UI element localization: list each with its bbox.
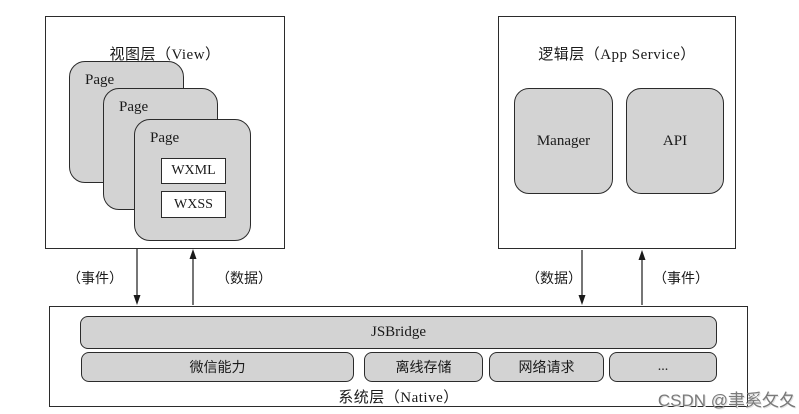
up-arrowhead-icon xyxy=(638,250,646,260)
logic-layer-title: 逻辑层（App Service） xyxy=(538,47,696,63)
page-card-label: Page xyxy=(85,72,115,88)
api-card: API xyxy=(626,88,724,194)
logic-layer-box: 逻辑层（App Service） Manager API xyxy=(498,16,736,249)
wxml-box: WXML xyxy=(161,158,226,184)
up-arrowhead-icon xyxy=(189,249,197,259)
view-layer-title: 视图层（View） xyxy=(109,47,221,63)
view-layer-box: 视图层（View） Page Page Page WXML WXSS xyxy=(45,16,285,249)
left-events-label: （事件） xyxy=(67,272,123,287)
capability-bar-offline-storage: 离线存储 xyxy=(364,352,483,382)
page-card-front: Page WXML WXSS xyxy=(134,119,251,241)
right-data-label: （数据） xyxy=(526,272,582,287)
capability-bar-network-request: 网络请求 xyxy=(489,352,604,382)
jsbridge-bar: JSBridge xyxy=(80,316,717,349)
down-arrowhead-icon xyxy=(133,295,141,305)
capability-bar-wechat: 微信能力 xyxy=(81,352,354,382)
left-data-label: （数据） xyxy=(216,272,272,287)
page-card-label: Page xyxy=(150,130,180,146)
csdn-watermark: CSDN @聿奚攵夂 xyxy=(657,391,796,410)
capability-bar-more: ... xyxy=(609,352,717,382)
system-layer-title: 系统层（Native） xyxy=(338,390,459,406)
system-layer-box: JSBridge 微信能力 离线存储 网络请求 ... 系统层（Native） xyxy=(49,306,748,407)
wxss-box: WXSS xyxy=(161,191,226,218)
down-arrowhead-icon xyxy=(578,295,586,305)
manager-card: Manager xyxy=(514,88,613,194)
right-events-label: （事件） xyxy=(653,272,709,287)
page-card-label: Page xyxy=(119,99,149,115)
